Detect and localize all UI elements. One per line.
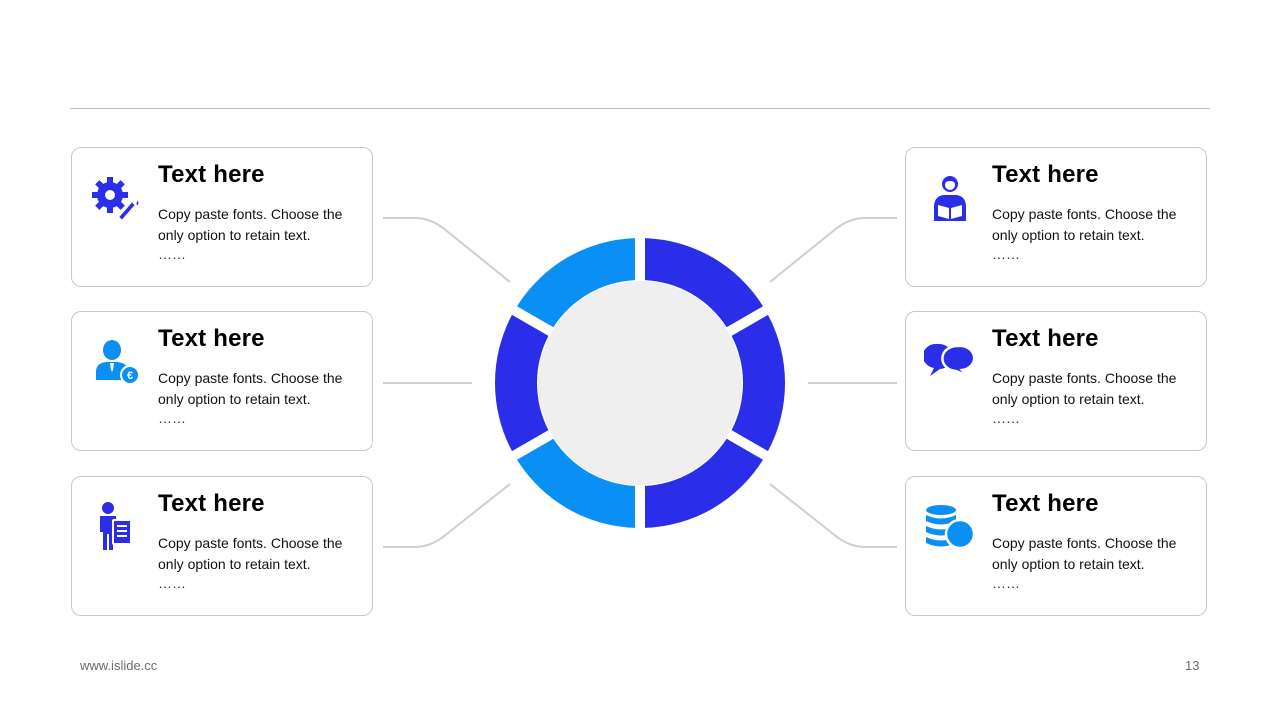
card-ellipsis: …… xyxy=(992,410,1020,426)
card-title: Text here xyxy=(158,325,265,352)
card-top-right: Text here Copy paste fonts. Choose the o… xyxy=(905,147,1207,287)
card-body: Copy paste fonts. Choose the only option… xyxy=(158,370,343,407)
footer-url: www.islide.cc xyxy=(80,658,158,673)
center-circle xyxy=(538,281,742,485)
card-title: Text here xyxy=(992,490,1099,517)
card-ellipsis: …… xyxy=(992,246,1020,262)
card-body: Copy paste fonts. Choose the only option… xyxy=(992,370,1177,407)
connector-top-right xyxy=(769,217,897,283)
ring-segment xyxy=(517,438,636,528)
gear-wrench-icon xyxy=(88,170,144,226)
card-bottom-left: Text here Copy paste fonts. Choose the o… xyxy=(71,476,373,616)
card-body: Copy paste fonts. Choose the only option… xyxy=(158,535,343,572)
connector-top-left xyxy=(383,217,511,283)
ring-segment xyxy=(731,314,785,452)
card-bottom-right: Text here Copy paste fonts. Choose the o… xyxy=(905,476,1207,616)
coins-database-icon xyxy=(922,499,978,555)
card-title: Text here xyxy=(158,490,265,517)
ring-segment xyxy=(644,238,763,328)
connector-bottom-right xyxy=(769,483,897,548)
svg-text:€: € xyxy=(127,370,133,382)
ring-segment xyxy=(644,438,763,528)
card-middle-left: € Text here Copy paste fonts. Choose the… xyxy=(71,311,373,451)
card-title: Text here xyxy=(992,161,1099,188)
person-document-icon xyxy=(88,499,144,555)
person-reading-icon xyxy=(922,170,978,226)
card-ellipsis: …… xyxy=(158,246,186,262)
ring-segment xyxy=(517,238,636,328)
card-middle-right: Text here Copy paste fonts. Choose the o… xyxy=(905,311,1207,451)
card-ellipsis: …… xyxy=(992,575,1020,591)
card-ellipsis: …… xyxy=(158,410,186,426)
card-ellipsis: …… xyxy=(158,575,186,591)
page-number: 13 xyxy=(1185,658,1200,673)
card-title: Text here xyxy=(158,161,265,188)
businessman-euro-icon: € xyxy=(88,334,144,390)
card-body: Copy paste fonts. Choose the only option… xyxy=(992,535,1177,572)
card-top-left: Text here Copy paste fonts. Choose the o… xyxy=(71,147,373,287)
connector-bottom-left xyxy=(383,483,511,548)
chat-bubbles-icon xyxy=(922,334,978,390)
card-body: Copy paste fonts. Choose the only option… xyxy=(992,206,1177,243)
card-body: Copy paste fonts. Choose the only option… xyxy=(158,206,343,243)
ring-segment xyxy=(495,314,549,452)
card-title: Text here xyxy=(992,325,1099,352)
top-divider xyxy=(70,108,1210,109)
